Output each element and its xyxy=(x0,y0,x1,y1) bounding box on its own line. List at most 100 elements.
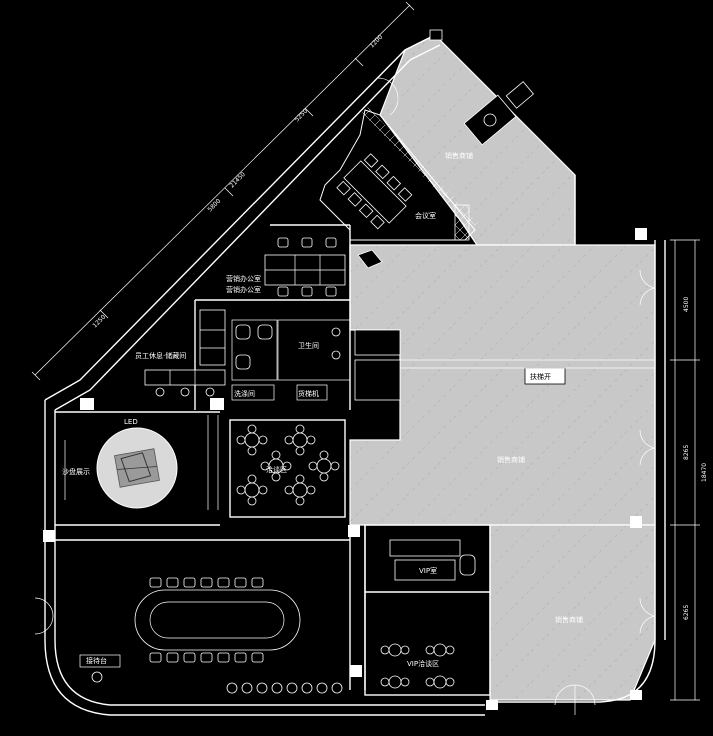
round-table xyxy=(292,432,308,448)
reception-area: 接待台 xyxy=(55,525,366,694)
chair xyxy=(234,577,247,588)
chair xyxy=(271,472,281,482)
dim-right-3: 18470 xyxy=(701,463,708,482)
chair xyxy=(295,474,305,484)
chair xyxy=(258,435,268,445)
chair xyxy=(166,577,179,588)
dim-right-4: 6265 xyxy=(683,605,690,620)
chair xyxy=(425,645,435,655)
chair xyxy=(200,652,213,663)
label-negotiation: 洽谈区 xyxy=(266,465,287,474)
chair xyxy=(183,652,196,663)
chair xyxy=(295,496,305,506)
round-table xyxy=(388,643,402,657)
chair xyxy=(295,424,305,434)
chair xyxy=(319,450,329,460)
lounge-seat xyxy=(241,682,253,694)
chair xyxy=(284,435,294,445)
lounge-seat xyxy=(331,682,343,694)
washroom-elevator: 洗涤间 货梯机 xyxy=(231,384,328,401)
chair xyxy=(295,446,305,456)
office-area: 营销办公室 营销办公室 xyxy=(195,224,351,410)
chair xyxy=(319,472,329,482)
label-office: 营销办公室 xyxy=(226,274,261,283)
round-table xyxy=(244,432,260,448)
chair xyxy=(251,577,264,588)
chair xyxy=(258,485,268,495)
sand-table-model xyxy=(114,448,160,488)
chair xyxy=(236,435,246,445)
lounge-seat xyxy=(271,682,283,694)
staff-rest-area: 员工休息·储藏间 xyxy=(135,300,226,410)
retail-area-top xyxy=(379,34,576,246)
chair xyxy=(234,652,247,663)
round-table xyxy=(433,675,447,689)
label-retail-top: 销售商铺 xyxy=(445,151,473,160)
chair xyxy=(247,446,257,456)
office-chairs xyxy=(277,237,337,297)
meeting-table xyxy=(336,153,413,230)
outer-walls xyxy=(44,34,666,716)
chair xyxy=(330,461,340,471)
chair xyxy=(380,677,390,687)
retail-counters xyxy=(354,249,655,401)
chair xyxy=(308,461,318,471)
chair xyxy=(217,577,230,588)
retail-area-bottom xyxy=(489,524,656,701)
dim-diag-4: 5800 xyxy=(206,198,222,214)
chair xyxy=(306,435,316,445)
dim-diag-5: 1250 xyxy=(91,314,107,330)
left-doors xyxy=(34,597,54,635)
chair xyxy=(149,652,162,663)
chair xyxy=(445,677,455,687)
label-retail-bottom: 销售商铺 xyxy=(555,615,583,624)
lounge-seat xyxy=(286,682,298,694)
dim-diag-1: 1200 xyxy=(368,34,384,50)
chair xyxy=(260,461,270,471)
chair xyxy=(284,485,294,495)
chair xyxy=(183,577,196,588)
sand-table-area: LED 沙盘展示 xyxy=(55,411,220,526)
right-dimension-lines: 4500 8265 18470 6265 xyxy=(670,239,708,701)
lounge-seat xyxy=(316,682,328,694)
chair xyxy=(247,424,257,434)
escalator-box: 扶梯开 xyxy=(524,367,566,385)
chair xyxy=(251,652,264,663)
chair xyxy=(247,474,257,484)
lounge-seat xyxy=(301,682,313,694)
equipment-box xyxy=(463,81,535,146)
columns xyxy=(43,228,647,710)
label-led: LED xyxy=(124,418,138,426)
chair xyxy=(306,485,316,495)
chair xyxy=(149,577,162,588)
label-vip-room: VIP室 xyxy=(419,566,437,575)
restroom: 卫生间 xyxy=(231,319,351,381)
meeting-room: 会议室 xyxy=(319,107,478,241)
chair xyxy=(217,652,230,663)
round-table xyxy=(244,482,260,498)
dim-right-1: 4500 xyxy=(683,297,690,312)
label-vip-negotiation: VIP洽谈区 xyxy=(407,659,439,668)
label-washroom: 洗涤间 xyxy=(234,389,255,398)
chair xyxy=(271,450,281,460)
negotiation-area: 洽谈区 xyxy=(229,419,346,518)
chair xyxy=(400,677,410,687)
chair xyxy=(236,485,246,495)
round-table xyxy=(292,482,308,498)
chair xyxy=(200,577,213,588)
chair xyxy=(247,496,257,506)
label-retail-main: 销售商铺 xyxy=(497,455,525,464)
label-staff-rest: 员工休息·储藏间 xyxy=(135,351,186,360)
round-table xyxy=(388,675,402,689)
chair xyxy=(380,645,390,655)
chair xyxy=(282,461,292,471)
lounge-seat xyxy=(256,682,268,694)
dim-diag-3: 21450 xyxy=(228,171,247,190)
chair xyxy=(445,645,455,655)
label-office-2: 营销办公室 xyxy=(226,285,261,294)
label-meeting: 会议室 xyxy=(415,211,436,220)
right-doors xyxy=(639,269,656,634)
label-restroom: 卫生间 xyxy=(298,341,319,350)
label-escalator: 扶梯开 xyxy=(530,372,551,381)
